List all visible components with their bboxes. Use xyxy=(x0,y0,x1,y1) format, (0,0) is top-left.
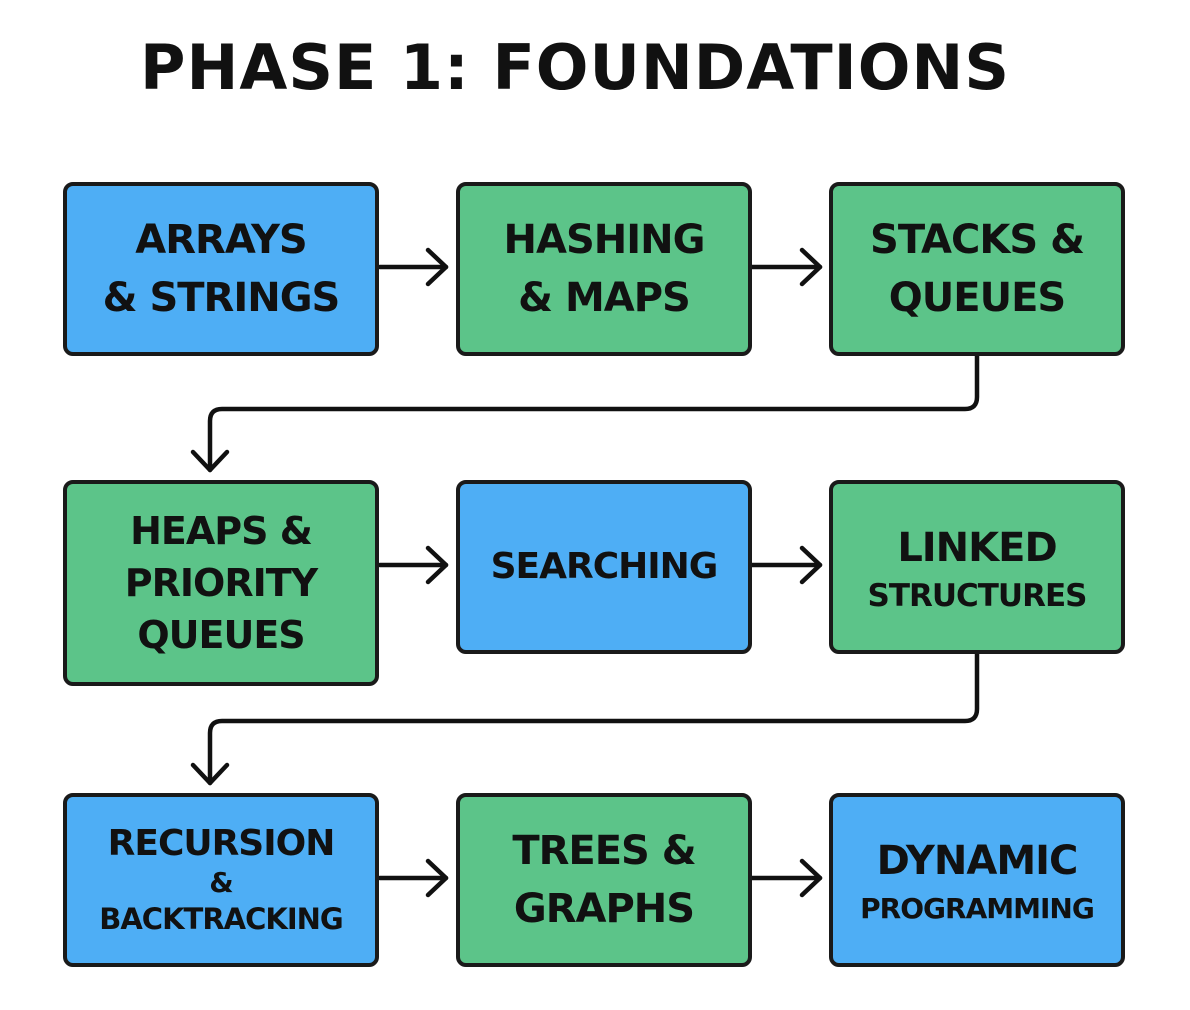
arrow-linked-to-recursion xyxy=(190,651,980,786)
node-label: SEARCHING xyxy=(490,546,719,587)
node-searching: SEARCHING xyxy=(456,480,752,654)
arrow-heaps-to-searching xyxy=(377,545,449,585)
arrow-hashing-to-stacks xyxy=(749,247,823,287)
arrow-searching-to-linked xyxy=(749,545,823,585)
arrow-arrays-to-hashing xyxy=(377,247,449,287)
node-arrays-strings: ARRAYS & STRINGS xyxy=(63,182,379,356)
node-label: & xyxy=(209,866,233,899)
node-label: QUEUES xyxy=(137,613,305,657)
arrow-trees-to-dynamic xyxy=(749,858,823,898)
node-label: ARRAYS xyxy=(135,217,307,263)
node-label: BACKTRACKING xyxy=(99,902,343,936)
node-recursion-backtracking: RECURSION & BACKTRACKING xyxy=(63,793,379,967)
node-label: DYNAMIC xyxy=(876,838,1079,884)
node-linked-structures: LINKED STRUCTURES xyxy=(829,480,1125,654)
node-stacks-queues: STACKS & QUEUES xyxy=(829,182,1125,356)
node-label: PRIORITY xyxy=(124,561,318,605)
arrow-stacks-to-heaps xyxy=(190,353,980,473)
node-label: PROGRAMMING xyxy=(860,892,1095,925)
node-trees-graphs: TREES & GRAPHS xyxy=(456,793,752,967)
node-dynamic-programming: DYNAMIC PROGRAMMING xyxy=(829,793,1125,967)
node-label: QUEUES xyxy=(888,275,1066,321)
node-label: HASHING xyxy=(503,217,706,263)
node-label: STRUCTURES xyxy=(867,578,1088,614)
node-label: RECURSION xyxy=(107,823,336,864)
arrow-recursion-to-trees xyxy=(377,858,449,898)
node-label: GRAPHS xyxy=(513,886,695,932)
node-hashing-maps: HASHING & MAPS xyxy=(456,182,752,356)
node-label: TREES & xyxy=(512,828,696,874)
diagram-title: PHASE 1: FOUNDATIONS xyxy=(140,31,1010,104)
node-label: & MAPS xyxy=(518,275,691,321)
node-heaps-priority-queues: HEAPS & PRIORITY QUEUES xyxy=(63,480,379,686)
node-label: LINKED xyxy=(897,525,1057,571)
node-label: STACKS & xyxy=(870,217,1085,263)
node-label: HEAPS & xyxy=(130,509,313,553)
node-label: & STRINGS xyxy=(102,275,341,321)
